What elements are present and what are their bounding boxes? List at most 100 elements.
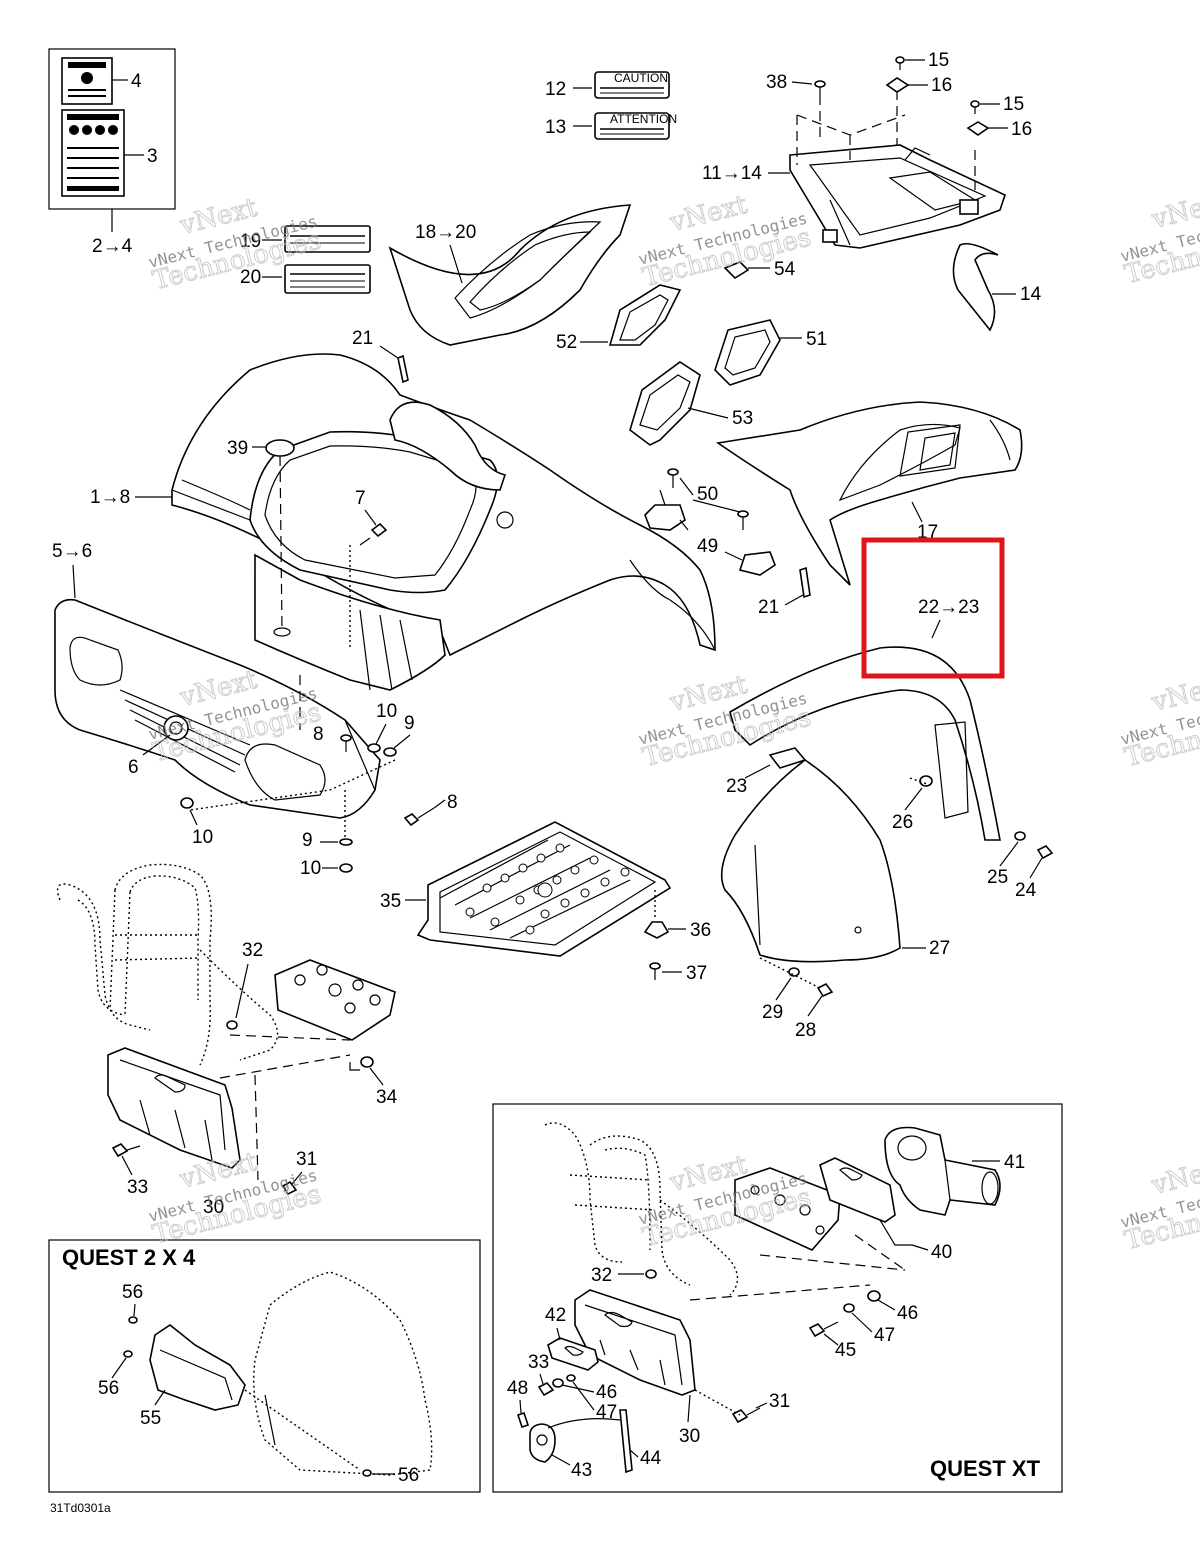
callout-8-upper: 8	[313, 724, 324, 745]
callout-56-bottom: 56	[398, 1465, 419, 1486]
callout-6: 6	[128, 757, 139, 778]
callout-47-right: 47	[874, 1325, 895, 1346]
bracket-plate-xt	[734, 1167, 841, 1251]
callout-31-xt: 31	[769, 1391, 790, 1412]
callout-39: 39	[227, 438, 248, 459]
screw-56-bottom	[362, 1469, 372, 1477]
decal-sheet	[48, 48, 176, 210]
callout-49: 49	[697, 536, 718, 557]
callout-44: 44	[640, 1448, 662, 1469]
callout-19: 19	[240, 231, 261, 252]
callout-11-to-14: 11→14	[702, 163, 762, 184]
seal-14	[952, 242, 999, 332]
screw-15-lower	[970, 100, 980, 114]
screw-15-upper	[895, 56, 905, 70]
caution-decal: CAUTION	[594, 71, 670, 99]
fender-flare	[729, 646, 1001, 841]
screw-24	[1036, 845, 1054, 860]
mudguard	[720, 759, 901, 963]
callout-4: 4	[131, 71, 142, 92]
decal-19	[284, 225, 371, 253]
callout-33-xt: 33	[528, 1352, 549, 1373]
callout-21-upper: 21	[352, 328, 373, 349]
screw-8-upper	[340, 734, 352, 752]
callout-40: 40	[931, 1242, 952, 1263]
clip-54	[723, 261, 750, 280]
skid-plate	[416, 821, 672, 957]
callout-38: 38	[766, 72, 787, 93]
bolt-45	[808, 1321, 839, 1338]
mudguard-2x4	[253, 1271, 433, 1476]
bracket-49-right	[738, 551, 776, 576]
callout-35: 35	[380, 891, 401, 912]
rear-storage-tray	[789, 144, 1006, 249]
callout-29: 29	[762, 1002, 783, 1023]
spacer-36	[643, 921, 670, 939]
nut-32	[226, 1020, 238, 1030]
quest-xt-title: QUEST XT	[930, 1456, 1041, 1481]
callout-18-to-20: 18→20	[415, 222, 476, 243]
skid-guard-xt	[574, 1289, 696, 1396]
callout-25: 25	[987, 867, 1008, 888]
nut-10-lower	[339, 863, 353, 873]
callout-24: 24	[1015, 880, 1037, 901]
svg-text:vNext: vNext	[1148, 670, 1200, 718]
nut-10-upper	[367, 743, 381, 753]
screw-28	[816, 982, 834, 998]
screw-56-left	[123, 1350, 133, 1358]
svg-text:vNext: vNext	[1148, 187, 1200, 235]
front-bumper	[54, 598, 381, 819]
callout-56-top: 56	[122, 1282, 143, 1303]
washer-47-left	[566, 1374, 576, 1382]
winch-41	[884, 1126, 1001, 1216]
callout-26: 26	[892, 812, 913, 833]
left-side-panel	[388, 204, 632, 346]
callout-53: 53	[732, 408, 753, 429]
front-bumper-guard-xt	[544, 1122, 739, 1296]
highlight-box-22-to-23	[861, 537, 1005, 679]
screw-38	[814, 80, 826, 95]
callout-20: 20	[240, 267, 261, 288]
callout-10-upper: 10	[376, 701, 397, 722]
pin-21-upper	[397, 354, 409, 384]
callout-15-upper: 15	[928, 50, 949, 71]
callout-43: 43	[571, 1460, 592, 1481]
trim-52	[608, 284, 682, 346]
callout-9-lower: 9	[302, 830, 313, 851]
callout-45: 45	[835, 1340, 856, 1361]
callout-31: 31	[296, 1149, 317, 1170]
callout-13: 13	[545, 117, 566, 138]
washer-46-right	[867, 1290, 881, 1302]
screw-8-lower	[403, 807, 435, 827]
callout-3: 3	[147, 146, 158, 167]
callout-32-xt: 32	[591, 1265, 612, 1286]
nut-26	[919, 775, 933, 787]
callout-52: 52	[556, 332, 577, 353]
callout-1-to-8: 1→8	[90, 487, 130, 508]
figure-code: 31Td0301a	[50, 1501, 111, 1515]
callout-23: 23	[726, 776, 747, 797]
cap-39	[265, 439, 295, 457]
washer-29	[788, 967, 800, 977]
pin-48	[516, 1411, 530, 1429]
callout-56-left: 56	[98, 1378, 119, 1399]
right-fender-panel	[715, 401, 1023, 586]
callout-32: 32	[242, 940, 263, 961]
front-bumper-guard	[56, 863, 279, 1066]
callout-47-left: 47	[596, 1402, 617, 1423]
callout-28: 28	[795, 1020, 816, 1041]
callout-14: 14	[1020, 284, 1042, 305]
bracket-plate	[274, 959, 396, 1041]
bolt-33-xt	[537, 1382, 555, 1397]
callout-30-xt: 30	[679, 1426, 700, 1447]
bracket-49-left	[644, 489, 686, 531]
nut-32-xt	[645, 1269, 657, 1279]
bolt-31	[281, 1180, 298, 1196]
callout-50: 50	[697, 484, 718, 505]
screw-50-left	[667, 468, 679, 488]
callout-21-lower: 21	[758, 597, 779, 618]
screw-7	[359, 522, 388, 546]
callout-46-right: 46	[897, 1303, 918, 1324]
callout-5-to-6: 5→6	[52, 541, 92, 562]
